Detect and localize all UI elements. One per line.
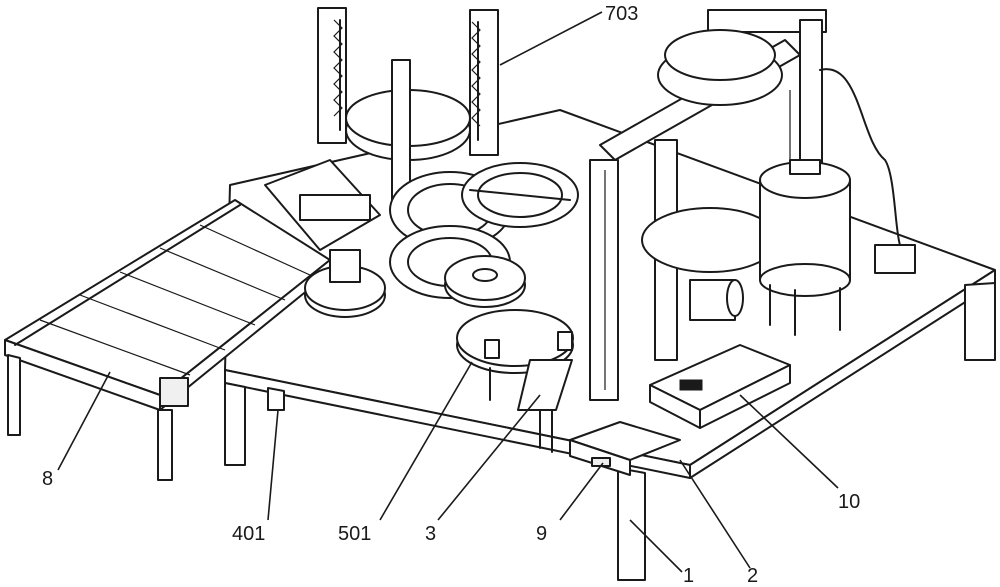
label-401: 401: [232, 523, 265, 545]
control-panel: [517, 359, 573, 453]
label-1: 1: [683, 565, 694, 587]
label-703: 703: [605, 3, 638, 25]
leader-lines: [57, 11, 839, 573]
label-2: 2: [747, 565, 758, 587]
label-10: 10: [838, 491, 860, 513]
label-3: 3: [425, 523, 436, 545]
ring-clamp-assembly: [264, 159, 579, 318]
label-9: 9: [536, 523, 547, 545]
tank: [759, 68, 916, 336]
conveyor-belt: [4, 199, 331, 481]
motor: [689, 279, 744, 321]
drawer: [569, 421, 681, 476]
callout-labels: 703 8 401 501 3 9 10 1 2: [42, 3, 860, 587]
label-501: 501: [338, 523, 371, 545]
control-box: [649, 344, 791, 429]
upper-disc: [641, 29, 783, 273]
label-8: 8: [42, 468, 53, 490]
